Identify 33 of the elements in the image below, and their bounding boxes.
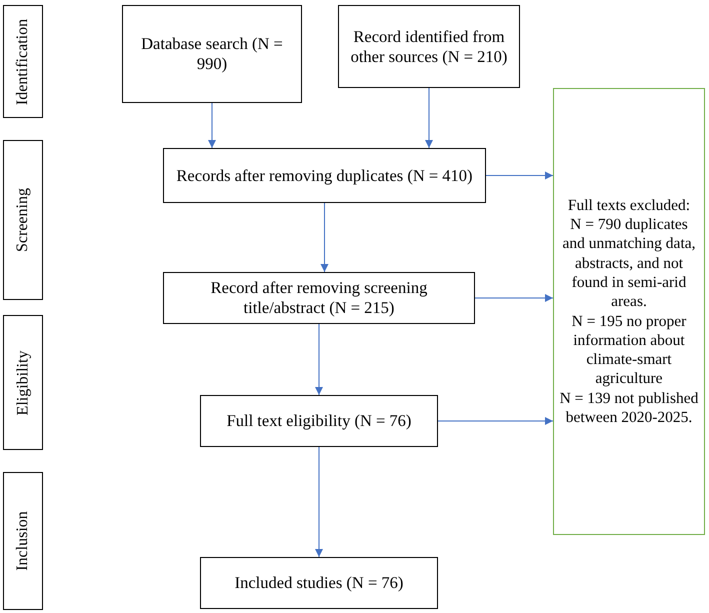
arrow bbox=[474, 294, 554, 302]
stage-label: Screening bbox=[14, 188, 32, 252]
process-box bbox=[163, 148, 486, 203]
exclusion-text: N = 139 not published between 2020-2025. bbox=[558, 388, 700, 428]
stage-bar bbox=[3, 315, 43, 450]
process-box bbox=[338, 5, 520, 88]
arrow bbox=[315, 324, 323, 396]
stage-bar bbox=[3, 140, 43, 300]
box-label: Record identified from other sources (N = 210) bbox=[350, 26, 508, 66]
arrow bbox=[315, 446, 323, 558]
process-box bbox=[122, 5, 302, 103]
arrow bbox=[320, 202, 328, 272]
box-label: Database search (N = 990) bbox=[140, 34, 284, 74]
exclusion-text: Full texts excluded: bbox=[568, 196, 690, 216]
process-box bbox=[200, 395, 438, 447]
exclusion-text: N = 195 no proper information about climate-smart agriculture bbox=[570, 312, 688, 389]
stage-label: Identification bbox=[14, 18, 32, 105]
arrow bbox=[208, 102, 216, 148]
exclusion-box bbox=[553, 88, 705, 535]
exclusion-text: N = 790 duplicates and unmatching data, abstracts, and not found in semi-arid areas. bbox=[562, 215, 696, 312]
stage-bar bbox=[3, 5, 43, 118]
box-label: Full text eligibility (N = 76) bbox=[226, 411, 412, 431]
process-box bbox=[163, 272, 475, 324]
process-box bbox=[200, 557, 438, 609]
box-label: Record after removing screening title/abstract (N = 215) bbox=[210, 278, 428, 318]
box-label: Records after removing duplicates (N = 410) bbox=[176, 166, 473, 186]
box-label: Included studies (N = 76) bbox=[234, 573, 404, 593]
arrow bbox=[438, 417, 554, 425]
stage-bar bbox=[3, 472, 43, 610]
stage-label: Inclusion bbox=[14, 511, 32, 571]
arrow bbox=[425, 88, 433, 148]
stage-label: Eligibility bbox=[14, 350, 32, 415]
arrow bbox=[486, 172, 554, 180]
